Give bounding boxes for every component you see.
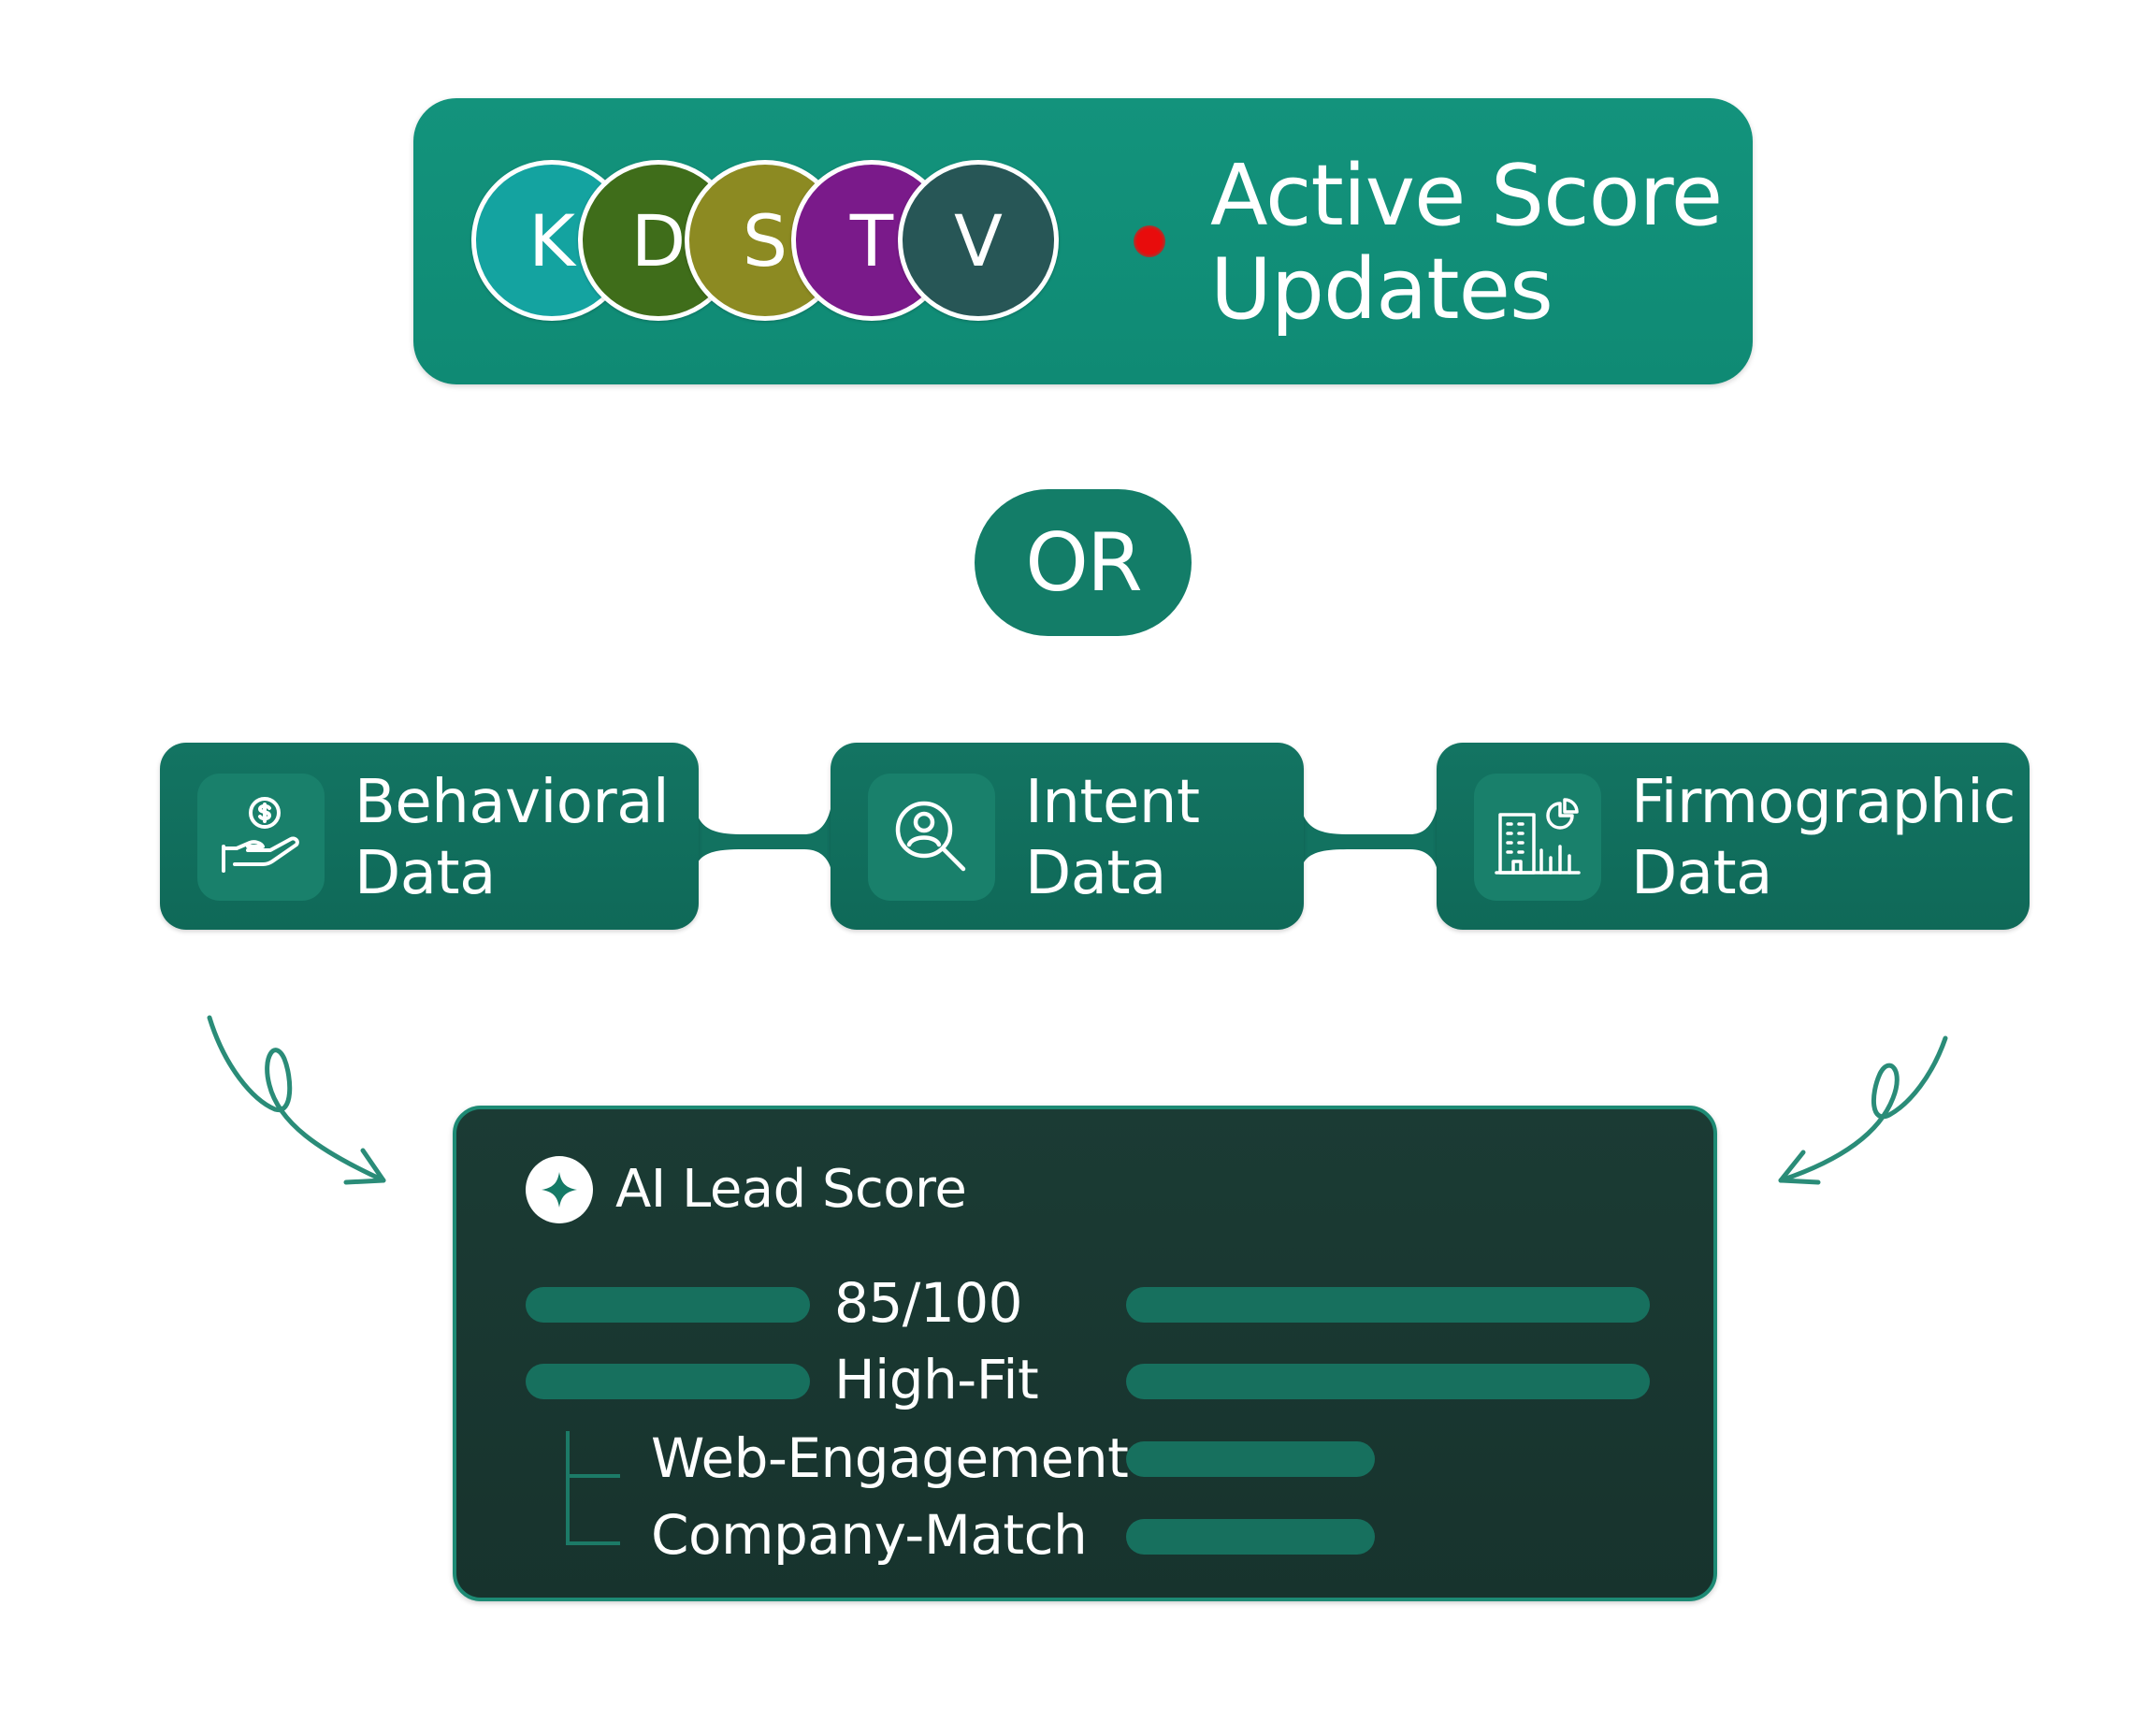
fit-label: High-Fit: [834, 1348, 1039, 1411]
ai-lead-score-panel: AI Lead Score 85/100 High-Fit Web-Engage…: [453, 1106, 1717, 1601]
source-card-label: Firmographic Data: [1631, 768, 2016, 908]
score-bar-right: [1126, 1287, 1650, 1323]
right-curved-arrow-icon: [1778, 1035, 1948, 1185]
avatar-letter: S: [742, 198, 788, 282]
fit-bar-left: [526, 1364, 810, 1399]
factor-company-match: Company-Match: [651, 1503, 1088, 1567]
source-card-label: Intent Data: [1025, 768, 1200, 908]
source-card-firmographic[interactable]: Firmographic Data: [1437, 743, 2030, 930]
fit-bar-right: [1126, 1364, 1650, 1399]
factor-web-engagement: Web-Engagement: [651, 1426, 1129, 1490]
avatar-letter: K: [528, 198, 575, 282]
live-status-dot: [1134, 225, 1165, 257]
source-card-behavioral[interactable]: Behavioral Data: [160, 743, 699, 930]
hand-holding-dollar-icon: [197, 774, 325, 901]
factor-bar-company-match: [1126, 1519, 1375, 1555]
avatar-letter: V: [954, 198, 1003, 282]
search-user-icon: [868, 774, 995, 901]
source-card-label: Behavioral Data: [354, 768, 670, 908]
score-bar-left: [526, 1287, 810, 1323]
source-card-intent[interactable]: Intent Data: [831, 743, 1304, 930]
active-score-banner: K D S T V Active Score Updates: [413, 98, 1753, 384]
factor-bar-web-engagement: [1126, 1441, 1375, 1477]
building-chart-icon: [1474, 774, 1601, 901]
avatar-v: V: [898, 160, 1059, 321]
factor-tree-lines: [566, 1431, 620, 1545]
avatar-letter: T: [849, 198, 894, 282]
banner-title: Active Score Updates: [1210, 147, 1723, 339]
panel-title: AI Lead Score: [615, 1159, 967, 1220]
or-divider: OR: [975, 489, 1192, 636]
score-value: 85/100: [834, 1271, 1023, 1335]
avatar-letter: D: [630, 198, 686, 282]
sparkle-icon: [526, 1156, 593, 1223]
left-curved-arrow-icon: [207, 1015, 386, 1185]
